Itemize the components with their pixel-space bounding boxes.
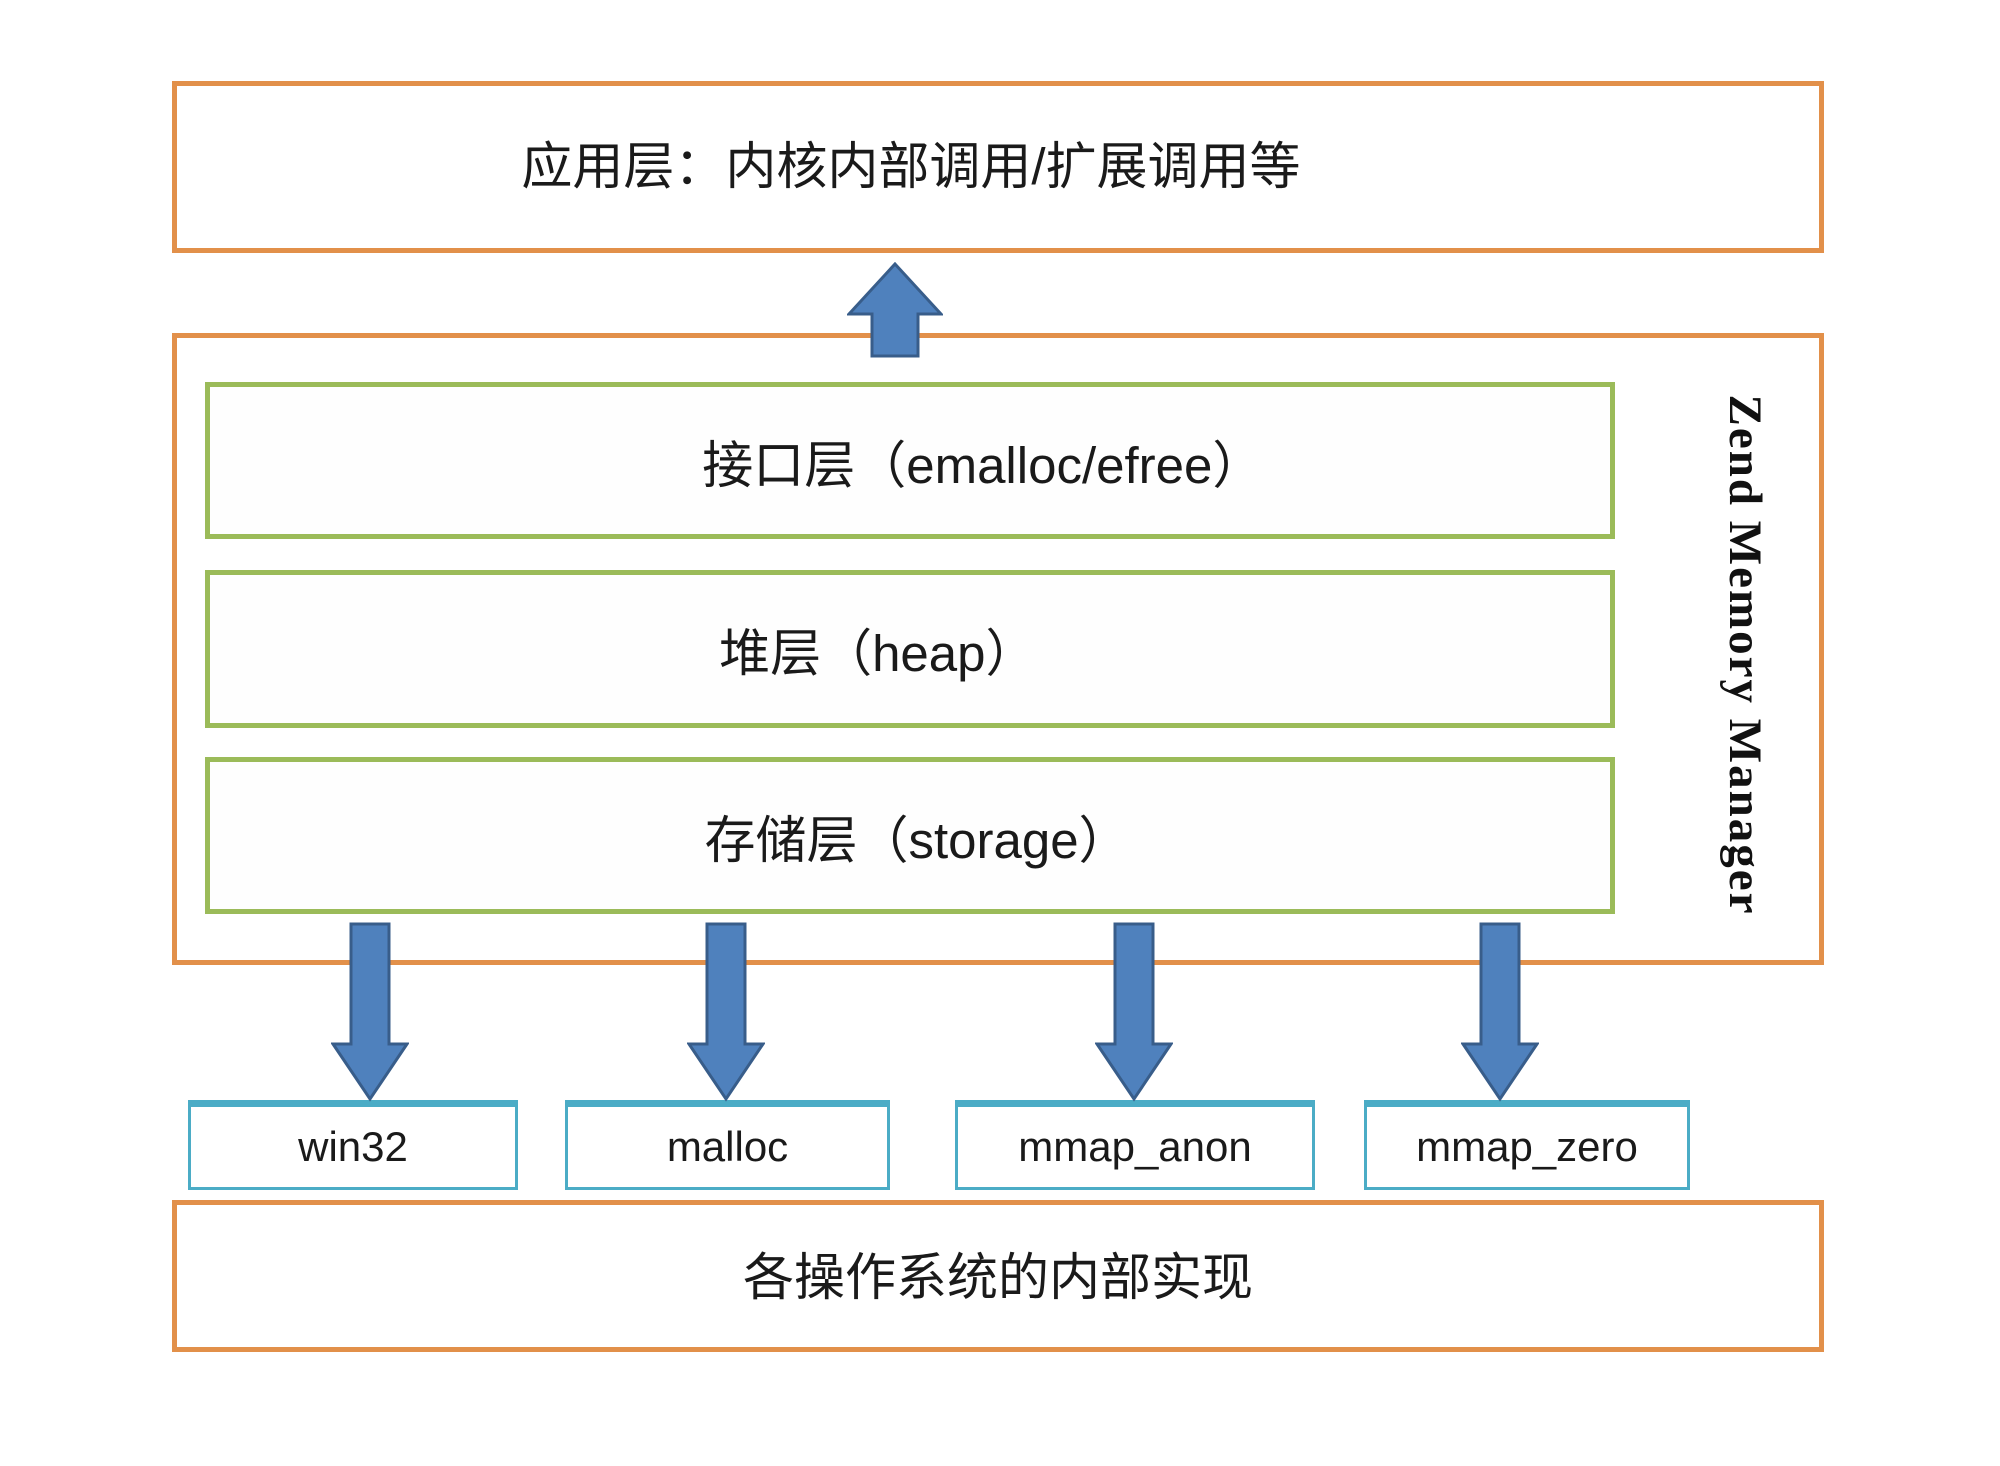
storage-layer-label: 存储层（storage） — [704, 811, 1130, 869]
allocator-box-mmap-zero: mmap_zero — [1364, 1100, 1690, 1190]
down-arrow-icon — [687, 922, 765, 1102]
storage-layer-box: 存储层（storage） — [205, 757, 1615, 914]
zend-memory-manager-label: Zend Memory Manager — [1719, 394, 1771, 916]
allocator-label-mmap-zero: mmap_zero — [1416, 1123, 1638, 1170]
allocator-label-win32: win32 — [298, 1123, 408, 1170]
heap-layer-box: 堆层（heap） — [205, 570, 1615, 728]
os-layer-box: 各操作系统的内部实现 — [172, 1200, 1824, 1352]
up-arrow-icon — [847, 262, 943, 358]
allocator-label-mmap-anon: mmap_anon — [1018, 1123, 1252, 1170]
app-layer-label: 应用层：内核内部调用/扩展调用等 — [521, 138, 1301, 196]
down-arrow-icon — [331, 922, 409, 1102]
allocator-label-malloc: malloc — [666, 1123, 789, 1170]
allocator-box-win32: win32 — [188, 1100, 518, 1190]
app-layer-box: 应用层：内核内部调用/扩展调用等 — [172, 81, 1824, 253]
interface-layer-box: 接口层（emalloc/efree） — [205, 382, 1615, 539]
down-arrow-icon — [1095, 922, 1173, 1102]
allocator-box-malloc: malloc — [565, 1100, 890, 1190]
interface-layer-label: 接口层（emalloc/efree） — [702, 436, 1264, 494]
heap-layer-label: 堆层（heap） — [719, 625, 1037, 682]
os-layer-label: 各操作系统的内部实现 — [742, 1249, 1254, 1307]
down-arrow-icon — [1461, 922, 1539, 1102]
allocator-box-mmap-anon: mmap_anon — [955, 1100, 1315, 1190]
